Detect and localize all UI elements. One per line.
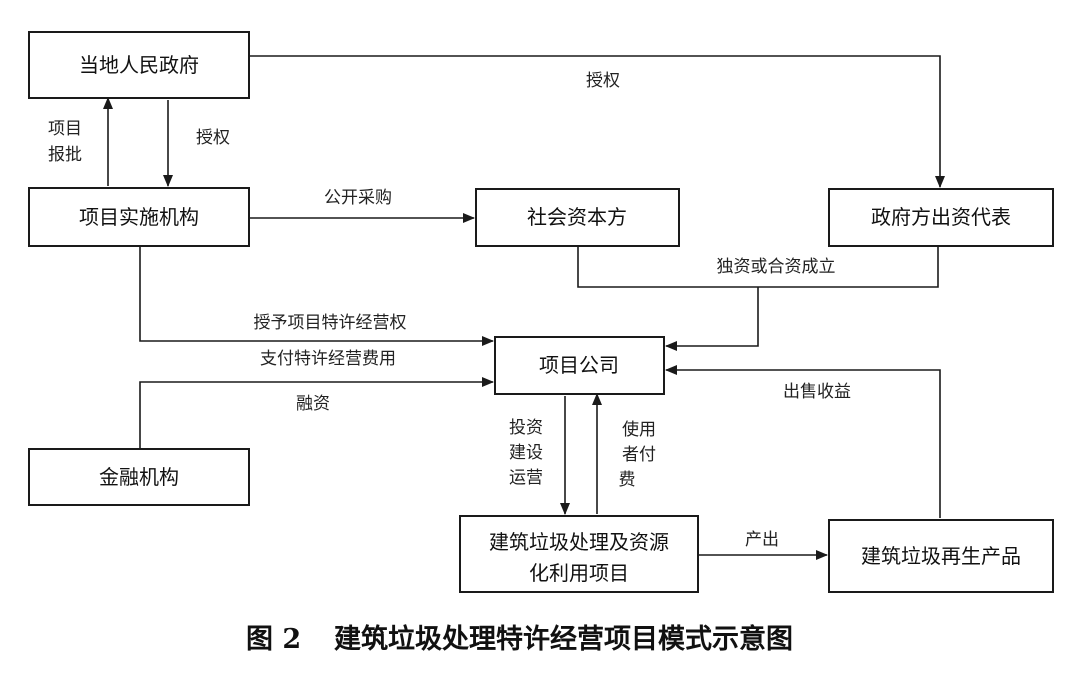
node-gov-investor-rep-label: 政府方出资代表 (871, 205, 1011, 229)
edge-labels: 授权 项目 报批 授权 公开采购 独资或合资成立 授予项目特许经营权 支付特许经… (48, 71, 851, 550)
node-project-label-line1: 建筑垃圾处理及资源 (489, 530, 669, 554)
caption-figure-number: 图 2 (246, 624, 301, 655)
label-project-approval-2: 报批 (48, 145, 82, 165)
node-recycled-products: 建筑垃圾再生产品 (828, 519, 1054, 593)
label-invest-2: 建设 (509, 443, 543, 463)
node-financial-institution: 金融机构 (28, 448, 250, 506)
arrow-sales-revenue (665, 365, 941, 518)
label-project-approval-1: 项目 (48, 119, 82, 139)
label-sole-or-joint: 独资或合资成立 (717, 257, 836, 277)
label-invest-1: 投资 (509, 418, 543, 438)
arrow-franchise (139, 246, 494, 346)
label-financing: 融资 (296, 394, 330, 414)
node-project-label-line2: 化利用项目 (529, 561, 629, 585)
label-user-pay-1: 使用 (622, 419, 656, 440)
node-project: 建筑垃圾处理及资源 化利用项目 (459, 515, 699, 593)
label-pay-franchise-fee: 支付特许经营费用 (260, 349, 396, 369)
node-gov-investor-rep: 政府方出资代表 (828, 188, 1054, 247)
connectors (103, 55, 945, 560)
arrow-gov-to-gov-investor (249, 55, 945, 188)
node-local-gov: 当地人民政府 (28, 31, 250, 99)
label-authorize-left: 授权 (196, 128, 230, 148)
node-local-gov-label: 当地人民政府 (79, 53, 199, 77)
label-invest-3: 运营 (509, 468, 543, 488)
node-implementing-agency: 项目实施机构 (28, 187, 250, 247)
node-social-capital-label: 社会资本方 (527, 205, 627, 229)
node-recycled-products-label: 建筑垃圾再生产品 (861, 544, 1021, 568)
label-public-procurement: 公开采购 (324, 188, 392, 208)
label-authorize-top: 授权 (586, 71, 620, 91)
label-sales-revenue: 出售收益 (783, 382, 851, 402)
arrow-establish-company (665, 287, 759, 351)
figure-caption: 图 2 建筑垃圾处理特许经营项目模式示意图 (246, 623, 793, 655)
node-project-company: 项目公司 (494, 336, 665, 395)
caption-title: 建筑垃圾处理特许经营项目模式示意图 (334, 623, 793, 655)
label-user-pay-3: 费 (619, 470, 636, 490)
arrow-financing (139, 377, 494, 448)
node-financial-institution-label: 金融机构 (99, 465, 179, 489)
label-user-pay-2: 者付 (622, 445, 656, 465)
node-social-capital: 社会资本方 (475, 188, 680, 247)
node-implementing-agency-label: 项目实施机构 (79, 205, 199, 229)
label-output: 产出 (745, 530, 779, 550)
label-grant-franchise: 授予项目特许经营权 (254, 313, 407, 333)
node-project-company-label: 项目公司 (539, 353, 619, 377)
